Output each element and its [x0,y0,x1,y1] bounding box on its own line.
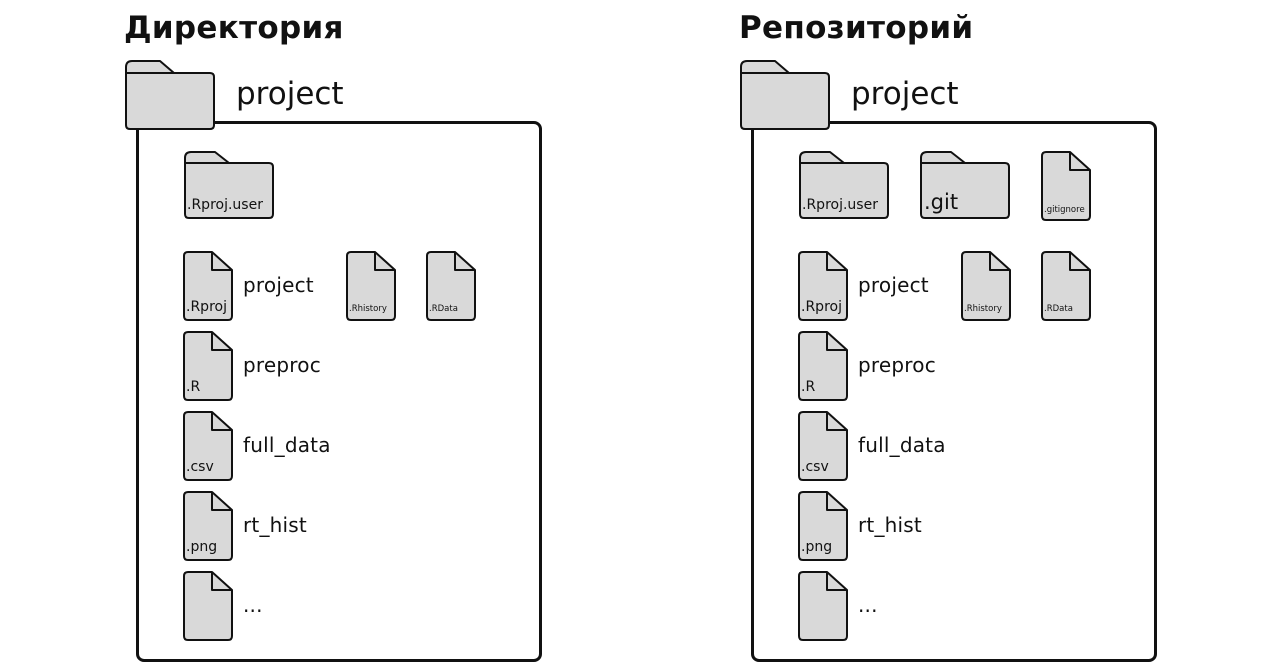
file-icon[interactable] [182,490,234,562]
file-ext-label: .csv [186,459,214,475]
project-folder-icon [125,60,215,130]
file-ext-label: .png [186,539,218,555]
project-folder-label: project [236,76,344,112]
file-icon[interactable] [1040,150,1092,222]
file-name-label: rt_hist [243,513,307,537]
project-folder-icon [740,60,830,130]
file-ext-label: .RData [1044,304,1073,314]
file-ext-label: .Rhistory [349,304,387,314]
file-ext-label: .R [186,379,201,395]
file-icon[interactable] [345,250,397,322]
folder-ext-label: .git [924,190,959,214]
project-folder-label: project [851,76,959,112]
file-icon[interactable] [797,490,849,562]
file-name-label: preproc [243,353,321,377]
file-name-label: preproc [858,353,936,377]
repository-panel: Репозиторий project .Rproj.user .git .gi… [735,0,1195,670]
file-name-label: rt_hist [858,513,922,537]
file-name-label: project [243,273,314,297]
file-ext-label: .csv [801,459,829,475]
file-icon[interactable] [182,570,234,642]
file-icon[interactable] [425,250,477,322]
file-ext-label: .Rproj [801,299,842,315]
directory-panel: Директория project .Rproj.user .Rhistory… [120,0,580,670]
file-icon[interactable] [182,330,234,402]
folder-icon[interactable] [183,150,275,220]
folder-icon[interactable] [798,150,890,220]
file-icon[interactable] [960,250,1012,322]
folder-icon[interactable] [919,150,1011,220]
file-ext-label: .gitignore [1044,205,1085,215]
folder-ext-label: .Rproj.user [187,197,263,213]
file-name-label: ... [858,593,878,617]
file-ext-label: .R [801,379,816,395]
folder-ext-label: .Rproj.user [802,197,878,213]
file-icon[interactable] [797,410,849,482]
file-ext-label: .Rproj [186,299,227,315]
panel-title: Репозиторий [739,10,974,46]
file-icon[interactable] [182,410,234,482]
file-icon[interactable] [797,250,849,322]
file-name-label: ... [243,593,263,617]
file-ext-label: .RData [429,304,458,314]
file-name-label: full_data [858,433,946,457]
file-icon[interactable] [182,250,234,322]
file-name-label: project [858,273,929,297]
file-ext-label: .png [801,539,833,555]
file-ext-label: .Rhistory [964,304,1002,314]
file-icon[interactable] [1040,250,1092,322]
file-icon[interactable] [797,330,849,402]
file-name-label: full_data [243,433,331,457]
file-icon[interactable] [797,570,849,642]
panel-title: Директория [124,10,344,46]
